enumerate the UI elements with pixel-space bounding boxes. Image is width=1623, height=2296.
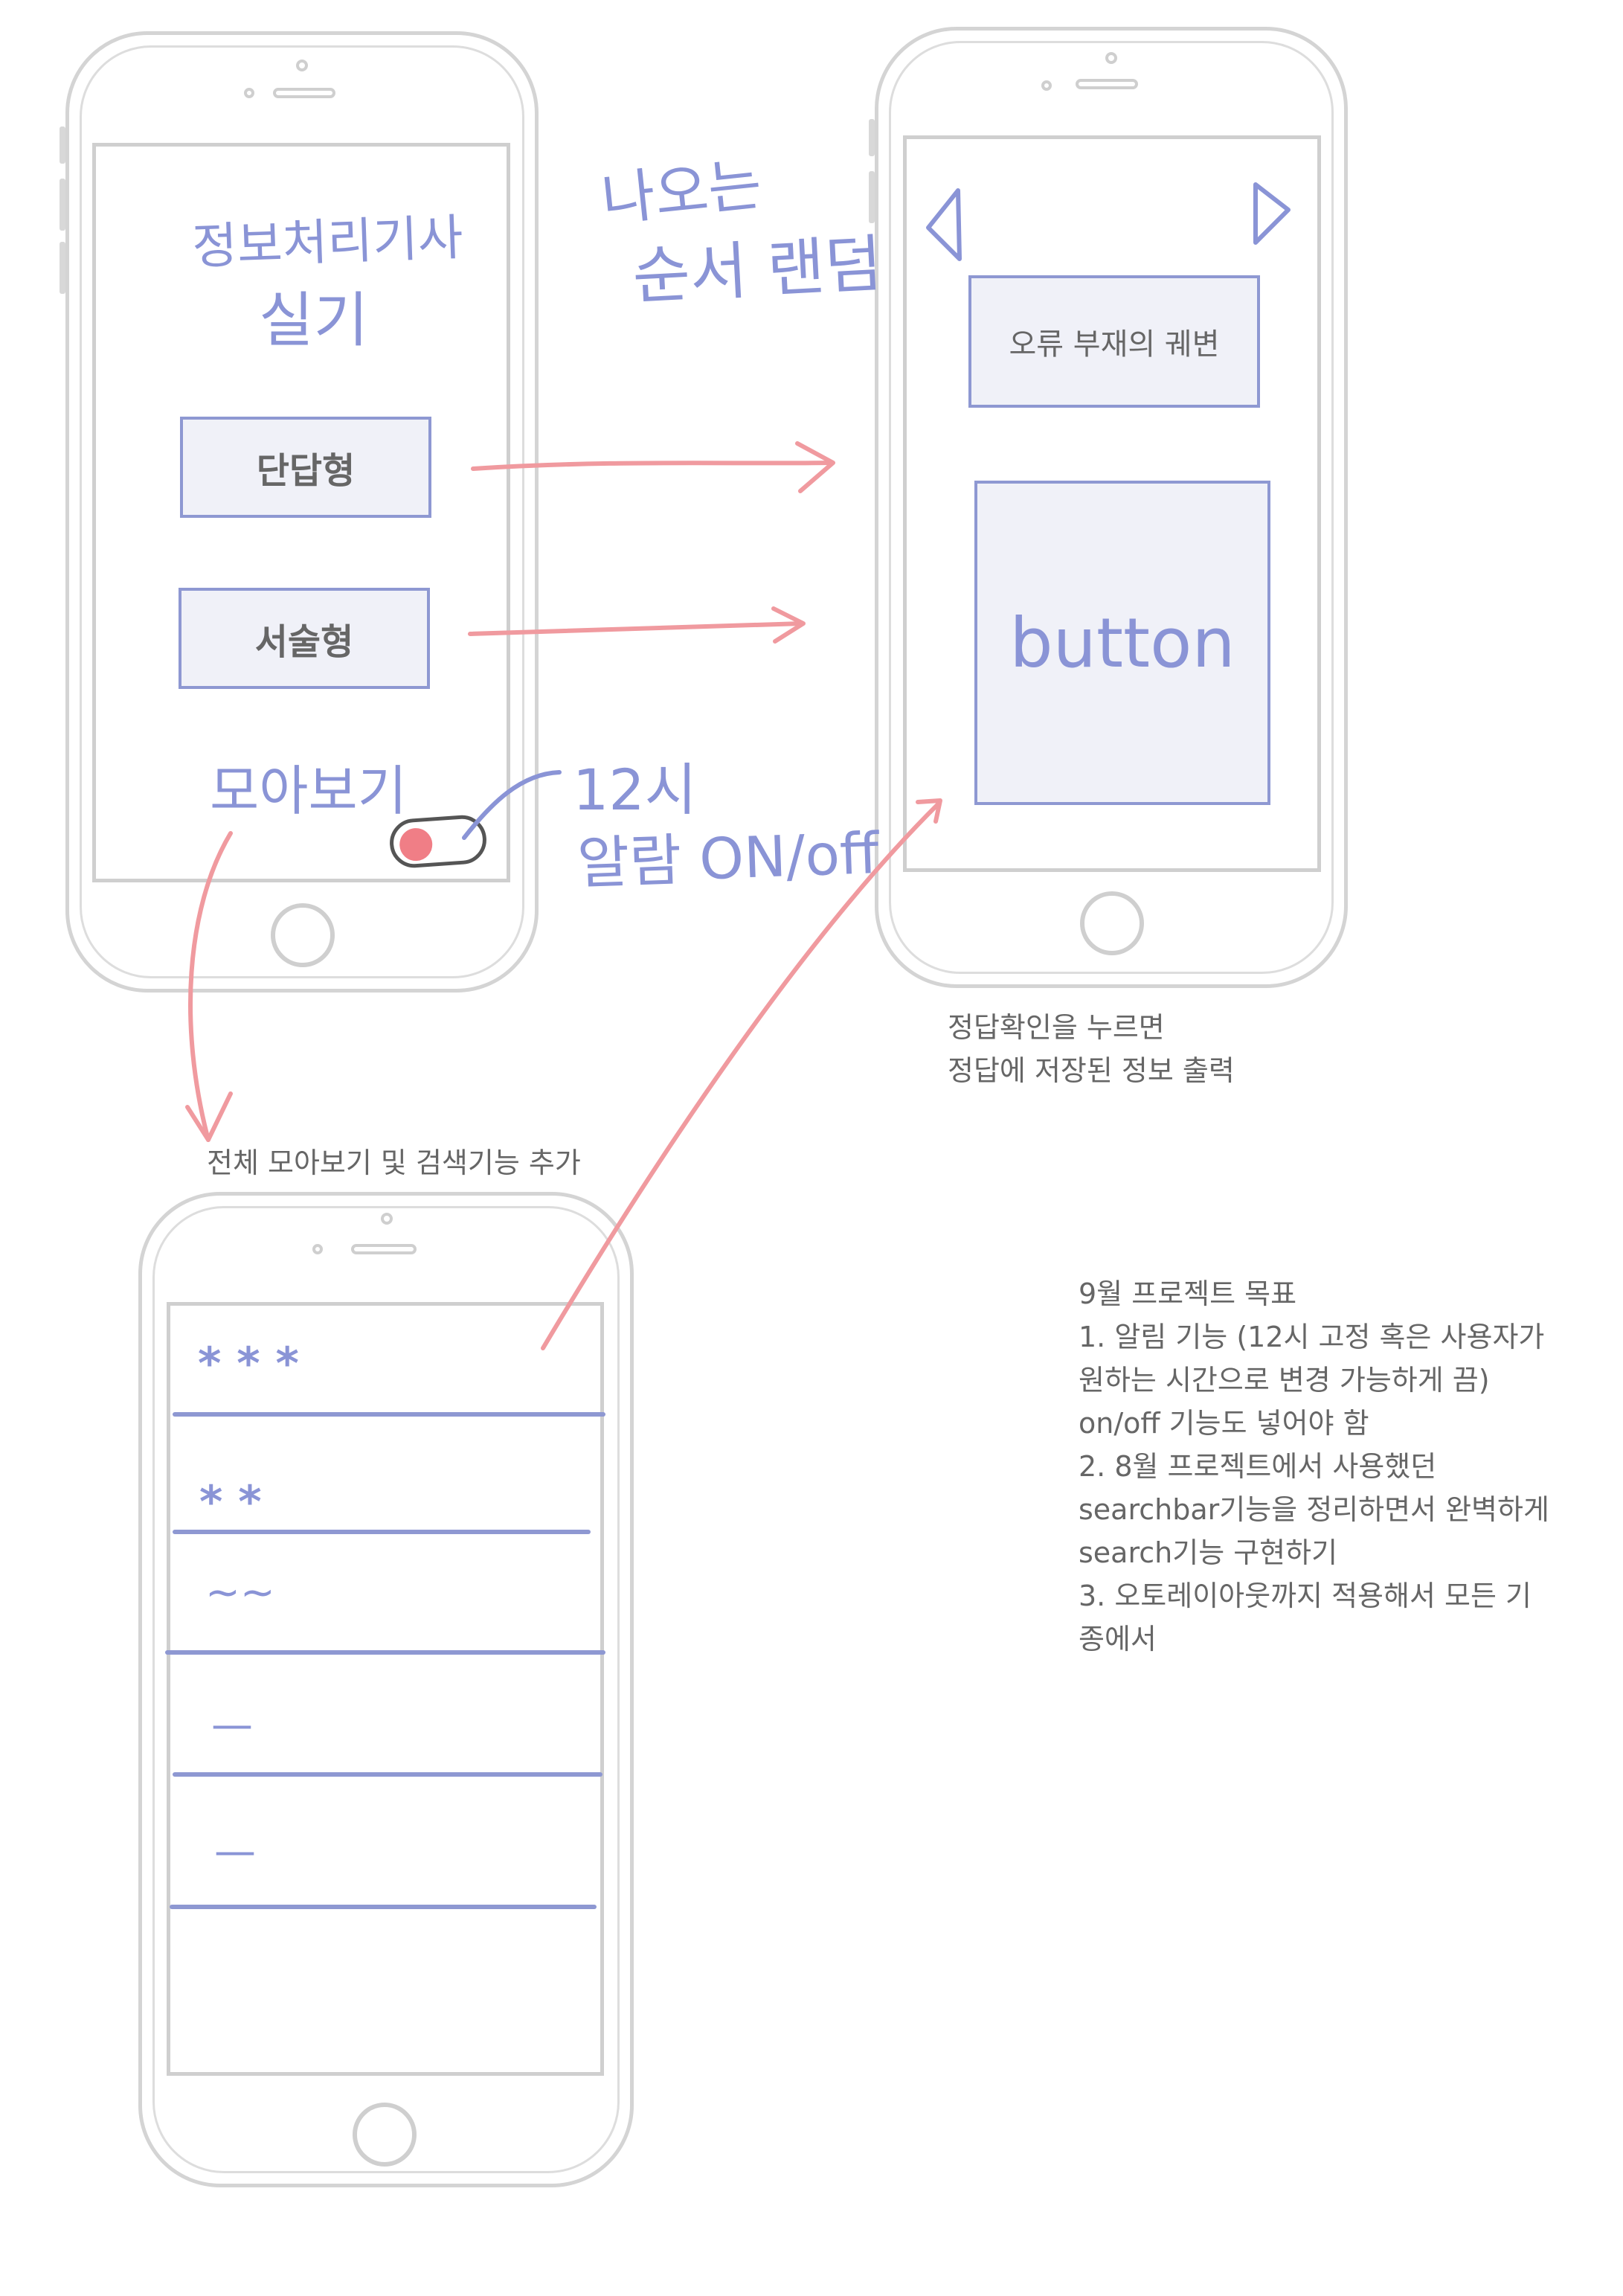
home-button-icon [353,2103,417,2167]
answer-button-label: button [1009,603,1235,683]
random-order-note-line2: 순서 랜덤 [631,227,884,313]
sensor-icon [244,88,254,98]
goals-line: 3. 오토레이아웃까지 적용해서 모든 기 [1079,1580,1532,1612]
list-item[interactable]: * * * [198,1338,299,1390]
short-answer-label: 단답형 [256,450,356,492]
home-button-icon [271,903,335,967]
next-arrow-icon[interactable] [1250,179,1294,253]
goals-line: 2. 8월 프로젝트에서 사용했던 [1079,1450,1437,1483]
phone-bezel [152,1206,620,2173]
phone-bezel [80,45,524,978]
phone-list [138,1192,634,2187]
goals-line: search기능 구현하기 [1079,1536,1338,1569]
arrowhead-icon [185,1091,233,1142]
list-caption: 전체 모아보기 및 검색기능 추가 [207,1147,581,1179]
essay-answer-button[interactable]: 서술형 [179,588,430,689]
alarm-toggle[interactable] [388,813,489,870]
goals-line: 1. 알림 기능 (12시 고정 혹은 사용자가 [1079,1321,1545,1353]
project-goals: 9월 프로젝트 목표 1. 알림 기능 (12시 고정 혹은 사용자가 원하는 … [1079,1272,1614,1661]
essay-answer-label: 서술형 [254,621,354,663]
row-divider [170,1905,597,1909]
phone-side-button [869,171,875,223]
app-title: 정보처리기사 [190,208,464,276]
sensor-icon [312,1244,323,1254]
camera-icon [1105,52,1117,64]
camera-icon [296,60,308,71]
phone-side-button [60,179,65,231]
row-divider [165,1650,605,1655]
goals-line: on/off 기능도 넣어야 함 [1079,1407,1369,1440]
answer-caption-line1: 정답확인을 누르면 [948,1011,1165,1044]
goals-line: 원하는 시간으로 변경 가능하게 끔) [1079,1364,1490,1396]
collect-view-link[interactable]: 모아보기 [210,760,407,822]
goals-line: searchbar기능을 정리하면서 완벽하게 [1079,1493,1549,1526]
goals-line: 종에서 [1079,1623,1157,1655]
speaker-grille [1076,79,1138,89]
alarm-note-line2: 알람 ON/off [576,819,880,897]
phone-side-button [869,119,875,156]
short-answer-button[interactable]: 단답형 [180,417,431,518]
question-text: 오류 부재의 궤변 [1009,327,1220,362]
list-item[interactable]: — [211,1701,253,1749]
camera-icon [381,1213,393,1225]
list-item[interactable]: — [214,1827,256,1876]
row-divider [173,1412,605,1417]
arrowhead-icon [795,441,835,493]
phone-side-button [60,242,65,294]
answer-reveal-button[interactable]: button [974,481,1270,805]
list-item[interactable]: ~~ [205,1568,275,1617]
phone-main-menu [65,31,539,993]
row-divider [173,1772,602,1777]
speaker-grille [273,88,335,98]
phone-side-button [60,126,65,164]
phone-bezel [889,41,1334,974]
home-button-icon [1080,891,1144,955]
sensor-icon [1041,80,1052,91]
arrowhead-icon [771,606,806,644]
toggle-knob [398,827,434,862]
phone-question [875,27,1348,988]
answer-caption-line2: 정답에 저장된 정보 출력 [948,1054,1235,1087]
goals-title: 9월 프로젝트 목표 [1079,1277,1297,1310]
prev-arrow-icon[interactable] [922,185,967,266]
list-item[interactable]: * * [199,1476,262,1528]
phone-list-screen [167,1302,604,2076]
app-subtitle: 실기 [259,286,369,355]
question-text-box: 오류 부재의 궤변 [968,275,1260,408]
row-divider [173,1530,591,1534]
speaker-grille [351,1244,417,1254]
